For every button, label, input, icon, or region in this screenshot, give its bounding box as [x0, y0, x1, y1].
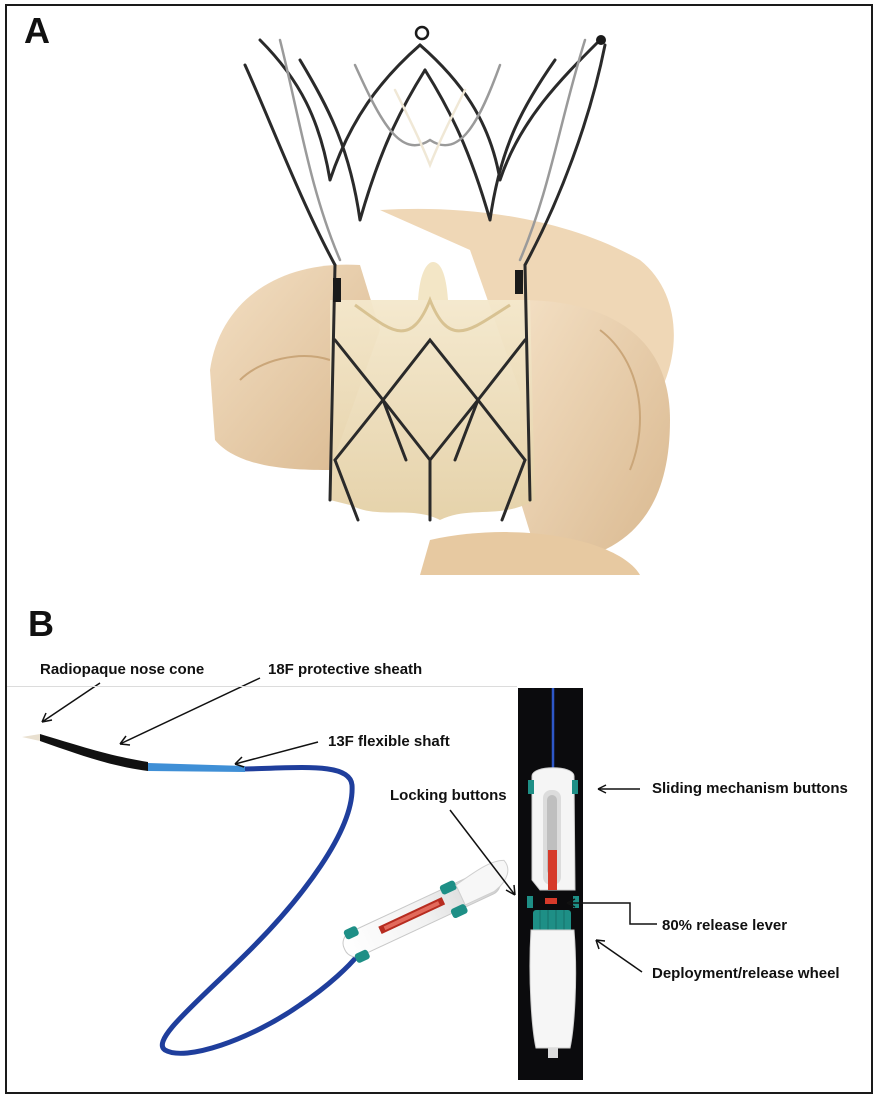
- valve-tissue: [330, 262, 535, 520]
- label-sliding-buttons: Sliding mechanism buttons: [652, 780, 848, 797]
- panel-b-letter: B: [28, 603, 54, 644]
- label-release-lever: 80% release lever: [662, 917, 788, 934]
- callout-arrows: [41, 677, 657, 973]
- label-release-wheel: Deployment/release wheel: [652, 965, 840, 982]
- figure-border: [5, 4, 873, 1094]
- valve-stent-frame: [243, 25, 607, 522]
- panel-b-divider: [7, 686, 517, 687]
- delivery-system: [22, 734, 509, 1056]
- label-locking-buttons: Locking buttons: [390, 787, 507, 804]
- label-flexible-shaft: 13F flexible shaft: [328, 733, 450, 750]
- label-protective-sheath: 18F protective sheath: [268, 661, 423, 678]
- panel-a-letter: A: [24, 10, 50, 51]
- label-nose-cone: Radiopaque nose cone: [40, 661, 205, 678]
- handle-closeup: [518, 688, 583, 1080]
